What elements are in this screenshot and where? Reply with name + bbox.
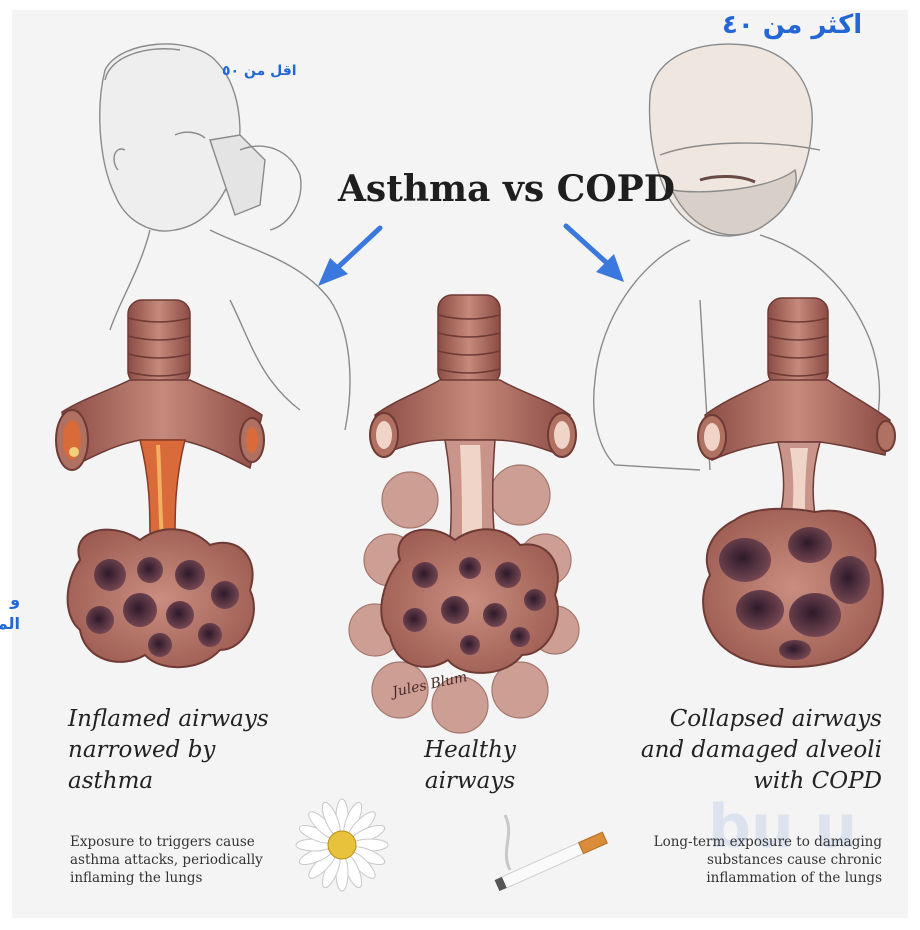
arabic-edge-line-1: و [0, 588, 20, 612]
arabic-edge-label: و الم [0, 588, 20, 636]
asthma-caption: Inflamed airways narrowed by asthma [68, 704, 328, 797]
asthma-note: Exposure to triggers cause asthma attack… [70, 833, 295, 887]
healthy-caption-line-2: airways [380, 766, 560, 797]
arabic-label-over-40: اكثر من ٤٠ [722, 10, 862, 40]
copd-caption-line-1: Collapsed airways [600, 704, 882, 735]
healthy-airway-illustration [349, 295, 579, 733]
asthma-caption-line-1: Inflamed airways [68, 704, 328, 735]
copd-caption-line-2: and damaged alveoli [600, 735, 882, 766]
arrow-icon [318, 226, 624, 286]
asthma-airway-illustration [56, 300, 264, 667]
asthma-caption-line-2: narrowed by [68, 735, 328, 766]
copd-note: Long-term exposure to damaging substance… [600, 833, 882, 887]
healthy-caption-line-1: Healthy [380, 735, 560, 766]
copd-caption-line-3: with COPD [600, 766, 882, 797]
arabic-label-under-50: اقل من ٥٠ [222, 63, 297, 79]
copd-note-line-1: Long-term exposure to damaging [600, 833, 882, 851]
page-title: Asthma vs COPD [338, 168, 675, 210]
copd-note-line-3: inflammation of the lungs [600, 869, 882, 887]
copd-note-line-2: substances cause chronic [600, 851, 882, 869]
cigarette-icon [495, 815, 608, 891]
asthma-note-line-2: asthma attacks, periodically [70, 851, 295, 869]
copd-airway-illustration [698, 298, 895, 667]
healthy-caption: Healthy airways [380, 735, 560, 797]
asthma-note-line-3: inflaming the lungs [70, 869, 295, 887]
flower-icon [296, 799, 388, 891]
asthma-caption-line-3: asthma [68, 766, 328, 797]
copd-caption: Collapsed airways and damaged alveoli wi… [600, 704, 882, 797]
asthma-note-line-1: Exposure to triggers cause [70, 833, 295, 851]
arabic-edge-line-2: الم [0, 612, 20, 636]
